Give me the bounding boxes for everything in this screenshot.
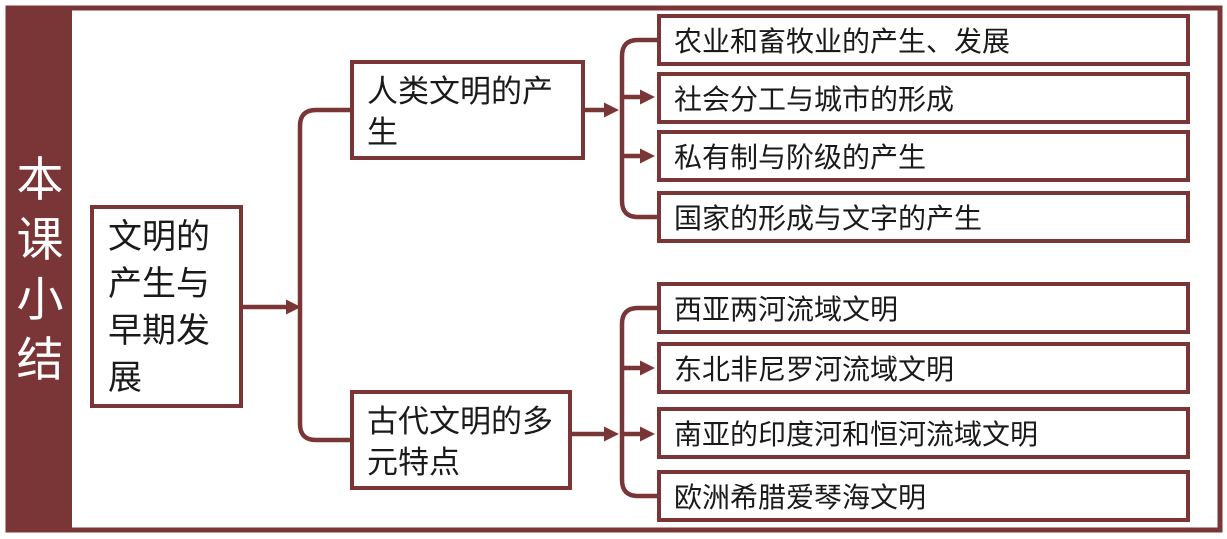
arrowhead-branch-2 (604, 426, 619, 442)
bracket-branch-2 (619, 305, 657, 499)
node-leaf-agriculture: 农业和畜牧业的产生、发展 (657, 14, 1190, 66)
node-leaf-northeast-africa: 东北非尼罗河流域文明 (657, 342, 1190, 394)
node-leaf-division-of-labor: 社会分工与城市的形成 (657, 72, 1190, 124)
bracket-level1 (297, 107, 350, 443)
arrowhead-branch-1 (604, 102, 619, 118)
arrowhead-root (286, 299, 301, 315)
node-leaf-state-and-writing: 国家的形成与文字的产生 (657, 191, 1190, 243)
node-branch-ancient-civilization: 古代文明的多元特点 (350, 390, 572, 490)
node-leaf-west-asia: 西亚两河流域文明 (657, 282, 1190, 334)
arrowhead-leaf-1-1 (640, 360, 655, 376)
node-leaf-private-property: 私有制与阶级的产生 (657, 130, 1190, 182)
sidebar-banner: 本课小结 (8, 8, 72, 531)
node-branch-human-civilization: 人类文明的产生 (350, 60, 585, 160)
bracket-branch-1 (619, 37, 657, 220)
arrowhead-leaf-1-2 (640, 426, 655, 442)
node-leaf-europe-aegean: 欧洲希腊爱琴海文明 (657, 470, 1190, 522)
sidebar-title: 本课小结 (16, 152, 64, 386)
arrowhead-leaf-0-1 (640, 89, 655, 105)
arrowhead-leaf-0-2 (640, 148, 655, 164)
node-root: 文明的产生与早期发展 (90, 205, 243, 408)
node-leaf-south-asia: 南亚的印度河和恒河流域文明 (657, 407, 1190, 459)
